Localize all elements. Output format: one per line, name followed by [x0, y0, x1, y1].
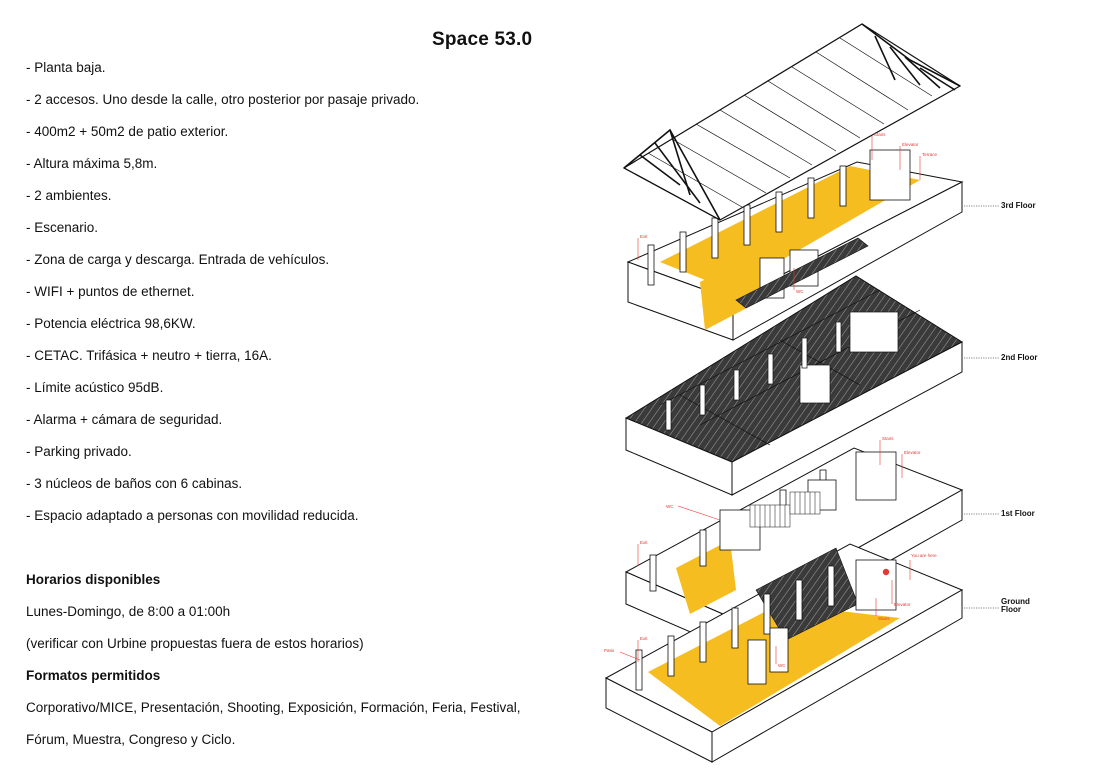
label-exit-third: Exit	[640, 234, 648, 239]
label-terrace: Terrace	[922, 152, 938, 157]
label-stairs-first: Stairs	[882, 436, 894, 441]
roof-truss	[623, 23, 961, 221]
schedule-hours: Lunes-Domingo, de 8:00 a 01:00h	[26, 604, 231, 619]
feature-item: CETAC. Trifásica + neutro + tierra, 16A.	[26, 348, 419, 380]
label-elevator-third: Elevator	[902, 142, 919, 147]
feature-item: 400m2 + 50m2 de patio exterior.	[26, 124, 419, 156]
label-ground-floor-2: Floor	[1001, 605, 1021, 614]
feature-item: Límite acústico 95dB.	[26, 380, 419, 412]
label-wc-first: WC	[666, 504, 674, 509]
gable-roof	[622, 23, 962, 221]
label-elevator-ground: Elevator	[894, 602, 911, 607]
page-title: Space 53.0	[432, 29, 533, 50]
feature-item: Planta baja.	[26, 60, 419, 92]
schedule-note: (verificar con Urbine propuestas fuera d…	[26, 636, 364, 651]
label-elevator-first: Elevator	[904, 450, 921, 455]
label-first-floor: 1st Floor	[1001, 509, 1035, 518]
wc-cabins	[749, 491, 821, 528]
third-floor-plate	[626, 149, 964, 341]
feature-item: 2 accesos. Uno desde la calle, otro post…	[26, 92, 419, 124]
floor-plan-diagram: 3rd Floor 2nd Floor 1st Floor Ground Flo…	[604, 23, 1037, 763]
ground-floor-plate	[604, 543, 964, 763]
label-exit-first: Exit	[640, 540, 648, 545]
label-wc-third: WC	[796, 289, 804, 294]
feature-item: Potencia eléctrica 98,6KW.	[26, 316, 419, 348]
feature-item: Espacio adaptado a personas con movilida…	[26, 508, 419, 540]
label-you-are-here: You are here	[911, 553, 937, 558]
formats-line-1: Corporativo/MICE, Presentación, Shooting…	[26, 700, 521, 715]
feature-item: 3 núcleos de baños con 6 cabinas.	[26, 476, 419, 508]
label-wc-ground: WC	[778, 663, 786, 668]
feature-item: Parking privado.	[26, 444, 419, 476]
label-third-floor: 3rd Floor	[1001, 201, 1036, 210]
feature-item: Altura máxima 5,8m.	[26, 156, 419, 188]
feature-item: Escenario.	[26, 220, 419, 252]
schedule-heading: Horarios disponibles	[26, 572, 161, 587]
feature-item: WIFI + puntos de ethernet.	[26, 284, 419, 316]
label-stairs-third: Stairs	[874, 132, 886, 137]
formats-heading: Formatos permitidos	[26, 668, 161, 683]
second-floor-plate	[624, 275, 964, 496]
label-exit-ground: Exit	[640, 636, 648, 641]
feature-item: 2 ambientes.	[26, 188, 419, 220]
you-are-here-marker	[882, 568, 890, 576]
first-floor-yellow-area	[676, 540, 736, 614]
feature-item: Alarma + cámara de seguridad.	[26, 412, 419, 444]
features-list: Planta baja. 2 accesos. Uno desde la cal…	[26, 60, 420, 540]
third-floor-yellow-area	[660, 166, 920, 290]
label-second-floor: 2nd Floor	[1001, 353, 1037, 362]
label-ground-floor: Ground	[1001, 597, 1030, 606]
label-stairs-ground: Stairs	[878, 616, 890, 621]
label-patio: Patio	[604, 648, 615, 653]
formats-line-2: Fórum, Muestra, Congreso y Ciclo.	[26, 732, 236, 747]
feature-item: Zona de carga y descarga. Entrada de veh…	[26, 252, 419, 284]
